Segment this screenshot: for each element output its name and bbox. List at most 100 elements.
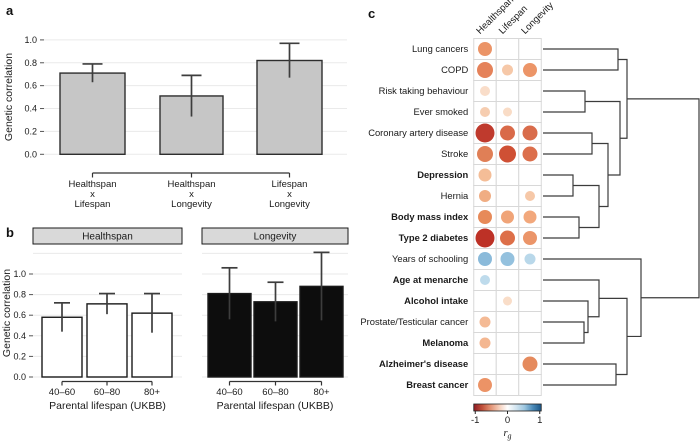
rg-dot	[478, 378, 492, 392]
dendrogram-branch	[543, 90, 586, 113]
matrix-cell	[495, 374, 520, 396]
x-category-label: 80+	[313, 387, 330, 398]
y-tick-label: 0.4	[24, 104, 37, 114]
matrix-cell	[518, 164, 542, 186]
dendrogram-branch	[543, 48, 619, 71]
facet-strip-label: Longevity	[254, 232, 297, 243]
facet-strip	[32, 227, 183, 245]
y-tick-label: 0.6	[13, 310, 26, 320]
dendrogram-branch	[543, 363, 617, 386]
dendrogram-branch	[627, 98, 700, 299]
rg-dot	[479, 190, 491, 202]
matrix-cell	[518, 311, 542, 333]
y-axis-title: Genetic correlation	[1, 269, 13, 357]
rg-dot	[524, 253, 536, 265]
row-label: COPD	[441, 64, 468, 75]
x-category-label: Healthspan	[68, 179, 116, 190]
facet-strip-label: Healthspan	[82, 232, 133, 243]
rg-dot	[525, 191, 535, 201]
rg-dot	[503, 107, 512, 117]
y-tick-label: 0.4	[13, 331, 26, 341]
row-label: Years of schooling	[392, 253, 468, 264]
row-label: Type 2 diabetes	[399, 232, 469, 243]
matrix-cell	[495, 38, 520, 60]
matrix-cell	[495, 332, 520, 354]
x-category-label: x	[90, 189, 95, 200]
rg-dot	[523, 63, 537, 77]
matrix-cell	[518, 290, 542, 312]
rg-dot	[479, 337, 491, 349]
rg-dot	[480, 86, 490, 96]
rg-dot	[522, 125, 538, 141]
panel-b-label: b	[6, 225, 14, 240]
panel-a-label: a	[6, 3, 14, 18]
y-tick-label: 1.0	[13, 269, 26, 279]
y-tick-label: 0.8	[24, 58, 37, 68]
rg-dot	[523, 210, 537, 224]
matrix-cell	[473, 290, 497, 312]
colorbar	[473, 403, 542, 412]
row-label: Age at menarche	[393, 274, 469, 285]
rg-dot	[499, 145, 516, 163]
rg-dot	[503, 296, 512, 306]
x-category-label: 40–60	[49, 387, 75, 398]
rg-dot	[477, 62, 493, 78]
x-category-label: 60–80	[262, 387, 288, 398]
row-label: Lung cancers	[412, 43, 469, 54]
row-label: Depression	[417, 169, 468, 180]
colorbar-tick-label: 0	[505, 415, 510, 426]
dendrogram-branch	[573, 184, 600, 229]
row-label: Alcohol intake	[404, 295, 468, 306]
matrix-cell	[495, 353, 520, 375]
rg-dot	[477, 146, 493, 162]
x-category-label: 40–60	[216, 387, 242, 398]
dendrogram-branch	[543, 279, 600, 318]
dendrogram-branch	[585, 100, 621, 176]
row-label: Breast cancer	[406, 379, 468, 390]
bar	[59, 72, 126, 155]
rg-dot	[478, 168, 492, 182]
column-header: Longevity	[519, 0, 556, 37]
row-label: Melanoma	[422, 337, 469, 348]
rg-dot	[479, 316, 491, 328]
rg-dot	[480, 107, 490, 117]
matrix-cell	[518, 269, 542, 291]
rg-dot	[522, 356, 538, 372]
matrix-cell	[518, 38, 542, 60]
row-label: Risk taking behaviour	[379, 85, 469, 96]
row-label: Stroke	[441, 148, 468, 159]
y-tick-label: 1.0	[24, 35, 37, 45]
dendrogram-branch	[618, 58, 628, 139]
y-tick-label: 0.2	[13, 351, 26, 361]
bar	[86, 303, 128, 378]
x-axis-title: Parental lifespan (UKBB)	[217, 400, 334, 412]
y-tick-label: 0.6	[24, 81, 37, 91]
rg-dot	[478, 210, 492, 224]
y-tick-label: 0.8	[13, 290, 26, 300]
matrix-cell	[495, 269, 520, 291]
y-axis-title: Genetic correlation	[3, 53, 15, 141]
matrix-cell	[518, 101, 542, 123]
row-label: Ever smoked	[414, 106, 469, 117]
dendrogram-branch	[543, 132, 593, 155]
x-category-label: 60–80	[94, 387, 120, 398]
matrix-cell	[495, 185, 520, 207]
dendrogram-branch	[543, 258, 642, 338]
rg-dot	[501, 210, 514, 224]
x-category-label: Longevity	[269, 199, 310, 210]
x-category-label: Healthspan	[167, 179, 215, 190]
matrix-cell	[473, 353, 497, 375]
matrix-cell	[495, 80, 520, 102]
matrix-cell	[495, 164, 520, 186]
matrix-cell	[518, 332, 542, 354]
dendrogram-branch	[543, 300, 589, 334]
row-label: Coronary artery disease	[368, 127, 468, 138]
colorbar-tick-label: 1	[537, 415, 542, 426]
y-tick-label: 0.0	[13, 372, 26, 382]
rg-dot	[478, 42, 492, 56]
row-label: Prostate/Testicular cancer	[360, 316, 468, 327]
dendrogram-branch	[592, 142, 609, 208]
rg-dot	[523, 231, 537, 245]
